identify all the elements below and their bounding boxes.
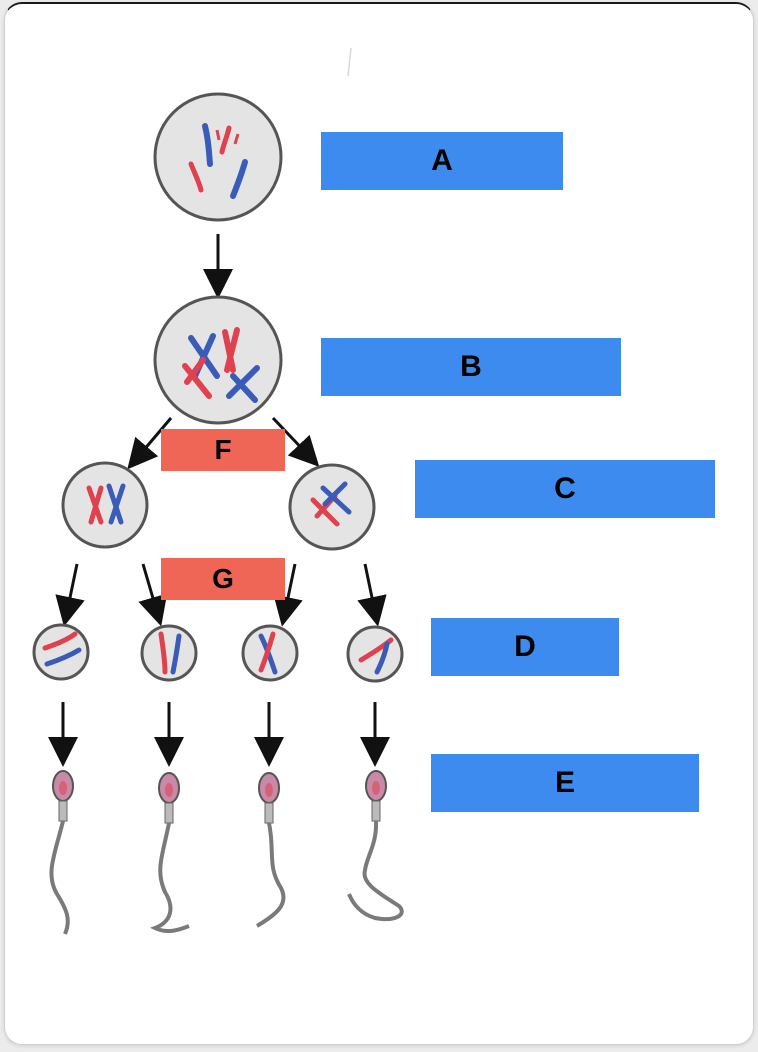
faint-mark	[347, 47, 352, 77]
cell-a	[153, 92, 283, 222]
arrow-c-to-d-4	[357, 563, 387, 627]
sperm-2	[150, 772, 190, 934]
label-b-text: B	[460, 350, 482, 383]
cell-d-2	[140, 624, 198, 682]
label-d-text: D	[514, 630, 536, 663]
label-g-text: G	[212, 563, 234, 594]
cell-d-1	[32, 623, 90, 681]
arrow-c-to-d-1	[55, 563, 85, 627]
cell-c-right	[288, 463, 376, 551]
arrow-b-to-c-left	[127, 417, 173, 470]
cell-c-left	[61, 461, 149, 549]
label-box-f[interactable]: F	[161, 429, 285, 471]
label-box-c[interactable]: C	[415, 460, 715, 518]
label-f-text: F	[214, 434, 232, 465]
arrow-c-to-d-3	[273, 563, 303, 627]
label-box-d[interactable]: D	[431, 618, 619, 676]
cell-d-3	[241, 624, 299, 682]
label-box-a[interactable]: A	[321, 132, 563, 190]
cell-d-4	[346, 625, 404, 683]
diagram-card: A B C D E F G	[4, 2, 754, 1045]
meiosis-diagram	[32, 47, 404, 935]
label-box-g[interactable]: G	[161, 558, 285, 600]
label-box-e[interactable]: E	[431, 754, 699, 812]
sperm-4	[347, 770, 404, 921]
arrow-c-to-d-2	[138, 563, 168, 627]
label-c-text: C	[554, 472, 576, 505]
label-a-text: A	[431, 144, 453, 177]
sperm-3	[255, 772, 286, 928]
label-box-b[interactable]: B	[321, 338, 621, 396]
cell-b	[153, 295, 283, 425]
arrow-b-to-c-right	[271, 416, 320, 467]
sperm-1	[49, 770, 74, 935]
label-e-text: E	[554, 766, 575, 799]
